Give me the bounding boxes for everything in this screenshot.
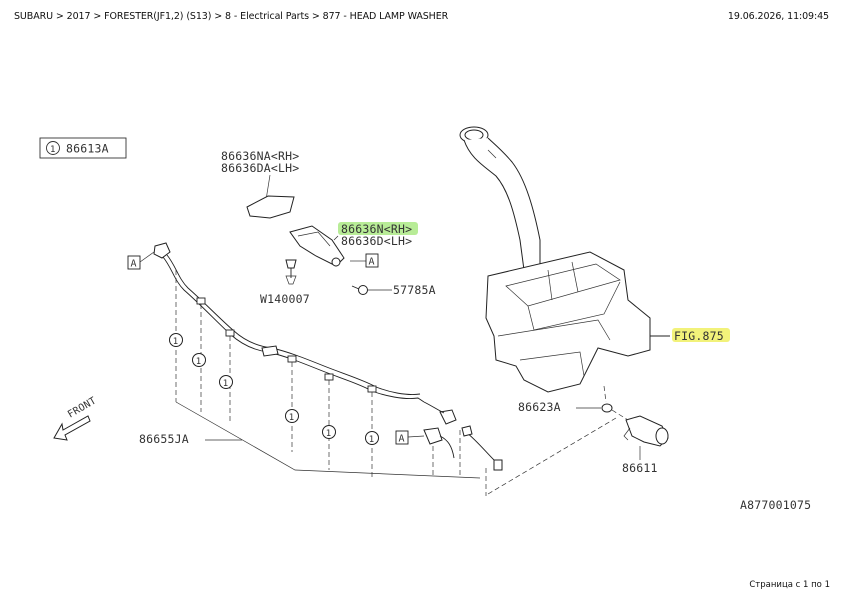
screw-part — [351, 285, 392, 295]
clip-part — [285, 259, 297, 285]
screw-label[interactable]: 57785A — [393, 283, 436, 297]
hose-label[interactable]: 86655JA — [139, 432, 189, 446]
pump-part — [611, 409, 669, 460]
fig-ref-highlight — [672, 328, 730, 342]
svg-text:1: 1 — [326, 429, 332, 439]
svg-text:1: 1 — [196, 357, 202, 367]
page-info: Страница с 1 по 1 — [749, 580, 830, 590]
callout-markers: 1 1 1 1 1 1 — [169, 333, 379, 445]
pump-hose-part — [465, 431, 499, 469]
drawing-id: A877001075 — [740, 498, 811, 512]
nozzle-assembly-part — [289, 225, 366, 267]
grommet-label[interactable]: 86623A — [518, 400, 561, 414]
ref-a-lower: A — [399, 434, 405, 445]
callout-part-label[interactable]: 86613A — [66, 142, 109, 156]
lower-connector-part — [423, 427, 443, 445]
pump-label[interactable]: 86611 — [622, 461, 658, 475]
nozzle-rh-highlight — [338, 222, 418, 235]
nozzle-lh-label[interactable]: 86636D<LH> — [341, 234, 412, 248]
cover-rh-label[interactable]: 86636NA<RH> — [221, 149, 299, 163]
hose-assembly-part — [153, 242, 457, 425]
breadcrumb: SUBARU > 2017 > FORESTER(JF1,2) (S13) > … — [14, 11, 449, 22]
callout-circle-number: 1 — [50, 145, 56, 155]
front-label: FRONT — [66, 396, 98, 421]
ref-a-hose: A — [131, 259, 137, 270]
svg-text:1: 1 — [369, 435, 375, 445]
svg-text:1: 1 — [289, 413, 295, 423]
clip-label[interactable]: W140007 — [260, 292, 310, 306]
grommet-part — [576, 385, 613, 413]
fig-ref-label[interactable]: FIG.875 — [674, 329, 724, 343]
timestamp: 19.06.2026, 11:09:45 — [727, 11, 829, 22]
svg-text:1: 1 — [173, 337, 179, 347]
legend-callout: 1 86613A — [39, 137, 127, 159]
callout-circle-icon — [46, 141, 60, 155]
nozzle-cover-part — [246, 195, 295, 219]
front-arrow-icon — [53, 415, 91, 441]
nozzle-rh-label[interactable]: 86636N<RH> — [341, 222, 412, 236]
washer-tank-part — [459, 126, 651, 393]
ref-a-nozzle: A — [369, 257, 375, 268]
svg-text:1: 1 — [223, 379, 229, 389]
cover-lh-label[interactable]: 86636DA<LH> — [221, 161, 299, 175]
